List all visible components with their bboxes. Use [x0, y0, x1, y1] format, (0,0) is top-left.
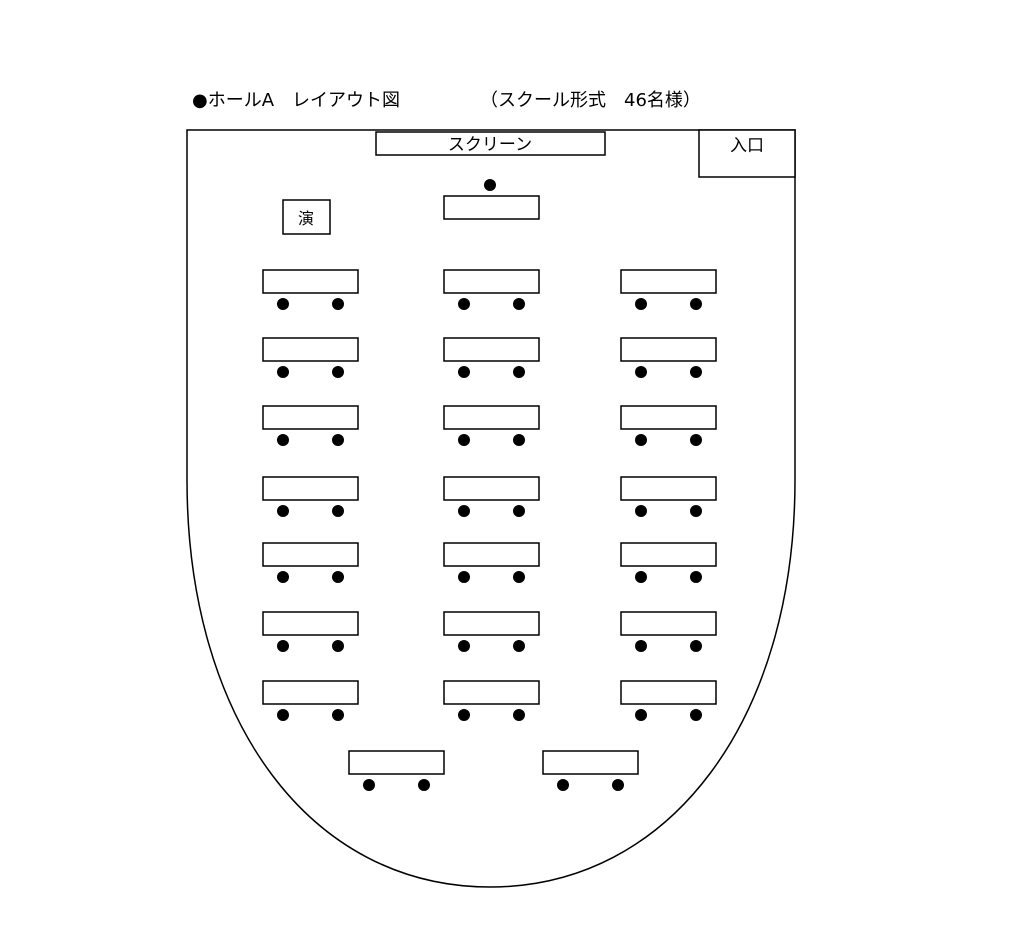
table: [620, 405, 717, 430]
chair: [513, 505, 525, 517]
table: [262, 337, 359, 362]
screen-label: スクリーン: [448, 135, 532, 155]
table: [262, 680, 359, 705]
chair: [458, 709, 470, 721]
table: [262, 405, 359, 430]
table: [443, 611, 540, 636]
chair: [458, 366, 470, 378]
table: [620, 680, 717, 705]
screen: スクリーン: [375, 131, 606, 156]
chair: [332, 505, 344, 517]
chair: [418, 779, 430, 791]
chair: [458, 298, 470, 310]
chair: [513, 434, 525, 446]
chair: [513, 366, 525, 378]
chair: [277, 366, 289, 378]
chair: [690, 709, 702, 721]
table: [262, 476, 359, 501]
table: [443, 269, 540, 294]
chair: [332, 298, 344, 310]
chair: [557, 779, 569, 791]
table: [620, 269, 717, 294]
chair: [635, 640, 647, 652]
chair: [332, 571, 344, 583]
table: [348, 750, 445, 775]
table: [443, 542, 540, 567]
chair: [277, 709, 289, 721]
table: [443, 476, 540, 501]
chair: [458, 571, 470, 583]
chair: [690, 434, 702, 446]
chair: [277, 505, 289, 517]
chair: [690, 640, 702, 652]
table: [620, 542, 717, 567]
chair: [635, 571, 647, 583]
chair: [513, 709, 525, 721]
chair: [635, 709, 647, 721]
table: [620, 611, 717, 636]
chair: [332, 709, 344, 721]
chair: [513, 298, 525, 310]
chair: [458, 640, 470, 652]
room-outline: [186, 129, 796, 888]
chair: [635, 505, 647, 517]
chair: [277, 298, 289, 310]
chair: [635, 434, 647, 446]
table: [443, 680, 540, 705]
entrance-label: 入口: [730, 136, 764, 156]
chair: [513, 571, 525, 583]
chair: [332, 366, 344, 378]
diagram-subtitle: （スクール形式 46名様）: [480, 90, 701, 111]
seating-area: [262, 179, 717, 791]
chair: [277, 640, 289, 652]
chair: [332, 434, 344, 446]
chair: [513, 640, 525, 652]
chair: [484, 179, 496, 191]
diagram-title: ●ホールA レイアウト図: [192, 90, 400, 111]
podium-label: 演: [298, 209, 314, 228]
table: [542, 750, 639, 775]
entrance: 入口: [698, 129, 796, 178]
chair: [332, 640, 344, 652]
table: [262, 611, 359, 636]
table: [620, 476, 717, 501]
table: [262, 269, 359, 294]
front-table: [443, 195, 540, 220]
table: [443, 337, 540, 362]
chair: [690, 366, 702, 378]
chair: [635, 298, 647, 310]
table: [443, 405, 540, 430]
chair: [277, 434, 289, 446]
chair: [458, 434, 470, 446]
chair: [363, 779, 375, 791]
chair: [612, 779, 624, 791]
table: [262, 542, 359, 567]
table: [620, 337, 717, 362]
podium: 演: [282, 199, 331, 235]
chair: [458, 505, 470, 517]
chair: [277, 571, 289, 583]
chair: [690, 505, 702, 517]
chair: [635, 366, 647, 378]
chair: [690, 298, 702, 310]
chair: [690, 571, 702, 583]
